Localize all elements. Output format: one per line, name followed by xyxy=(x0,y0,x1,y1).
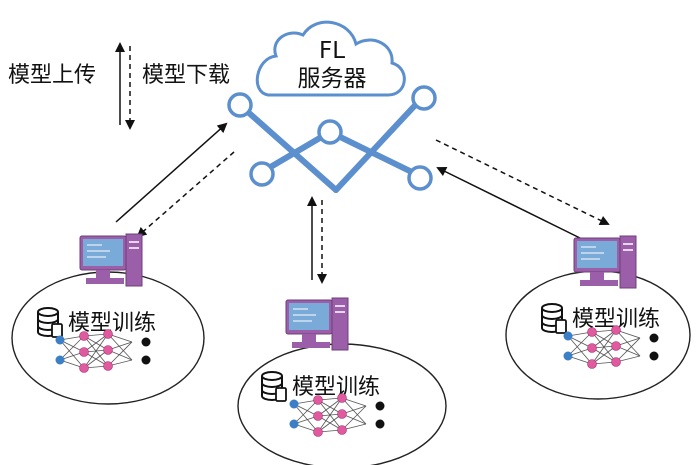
computer-icon xyxy=(79,233,143,287)
left-client-arrows xyxy=(115,122,235,238)
database-icon xyxy=(541,303,567,334)
upload-arrow-left xyxy=(115,122,228,223)
computer-icon xyxy=(285,297,349,351)
network-node xyxy=(227,92,253,118)
neural-network-icon xyxy=(563,325,659,369)
database-icon xyxy=(261,371,287,402)
download-arrow-left xyxy=(136,151,235,238)
network-node xyxy=(407,165,433,191)
upload-label: 模型上传 xyxy=(8,63,96,88)
download-label: 模型下载 xyxy=(142,63,230,88)
client-boundary xyxy=(237,343,447,465)
server-title-line1: FL xyxy=(319,38,345,64)
neural-network-icon xyxy=(289,393,385,437)
network-node xyxy=(411,85,437,111)
server-title-line2: 服务器 xyxy=(298,66,367,92)
client-node: 模型训练 xyxy=(505,235,691,400)
network-graph xyxy=(227,85,437,193)
center-client-arrows xyxy=(307,196,327,284)
client-node: 模型训练 xyxy=(237,297,447,465)
client-label: 模型训练 xyxy=(292,375,380,400)
client-boundary xyxy=(505,270,691,400)
network-node xyxy=(249,161,275,187)
fl-server-cloud: FL 服务器 xyxy=(255,20,406,97)
legend: 模型上传 模型下载 xyxy=(8,42,230,130)
client-node: 模型训练 xyxy=(11,233,205,405)
cloud-outline xyxy=(255,20,406,97)
computer-icon xyxy=(573,235,637,289)
right-client-arrows xyxy=(435,139,610,241)
upload-arrow-right xyxy=(436,167,585,241)
neural-network-icon xyxy=(55,329,151,373)
database-icon xyxy=(37,307,63,338)
network-node xyxy=(317,119,343,145)
download-arrow-right xyxy=(435,139,610,225)
